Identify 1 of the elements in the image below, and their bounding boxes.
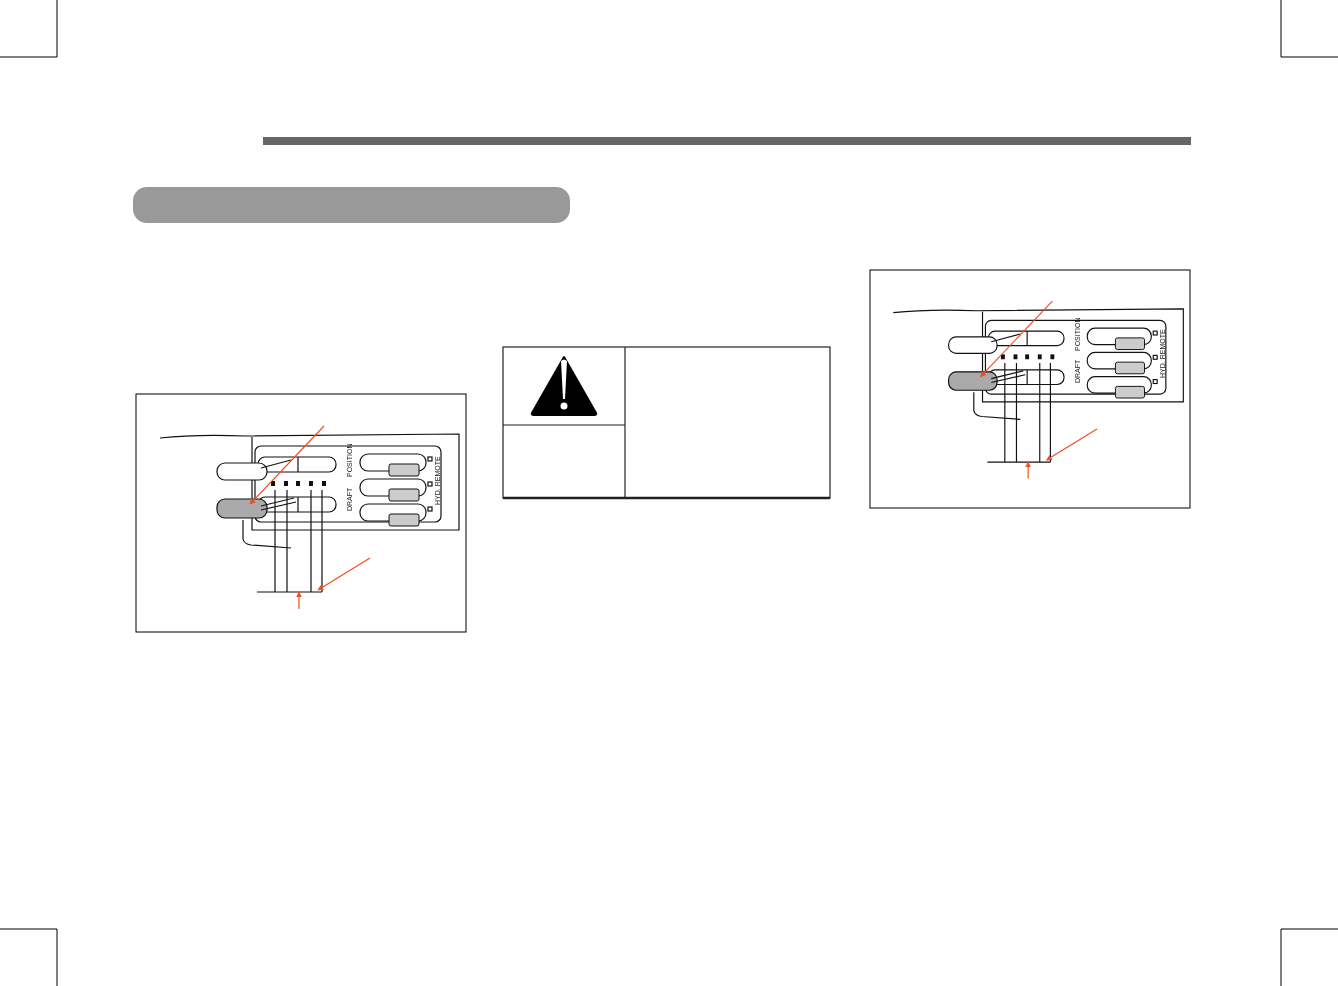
section-heading-band (133, 187, 570, 223)
